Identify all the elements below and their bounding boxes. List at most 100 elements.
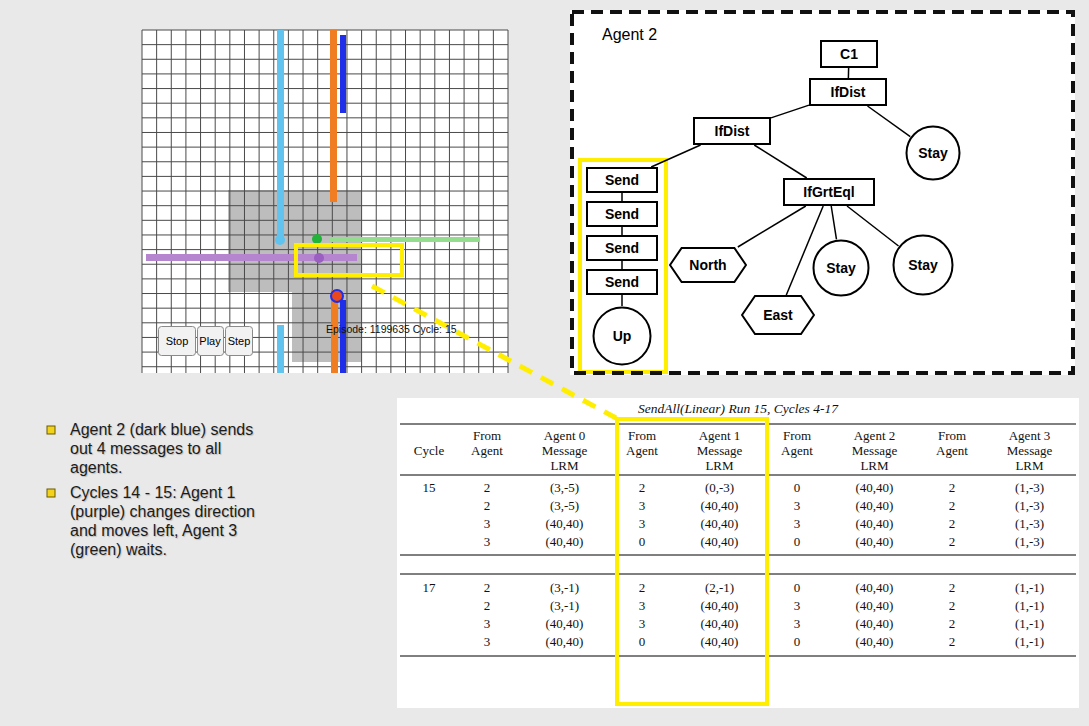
- condition-box: IfGrtEql: [783, 178, 875, 206]
- grid-lines: [142, 30, 508, 373]
- node-text: Stay: [918, 145, 948, 161]
- tree-link: [868, 106, 911, 137]
- table-cell: 2: [602, 480, 682, 496]
- grid-line: [259, 30, 260, 373]
- grid-line: [244, 30, 245, 373]
- circle-outline: [894, 236, 953, 295]
- table-cell: (40,40): [680, 534, 760, 550]
- table-cell: 2: [447, 598, 527, 614]
- tree-link: [621, 261, 623, 269]
- table-cell: (40,40): [680, 616, 760, 632]
- table-cell: 3: [447, 616, 527, 632]
- table-cell: (2,-1): [680, 580, 760, 596]
- table-cell: 0: [602, 534, 682, 550]
- highlight-box: [617, 419, 767, 704]
- dashed-border: [572, 12, 1073, 373]
- highlight-box: [296, 245, 402, 275]
- table-cell: 2: [447, 498, 527, 514]
- table-cell: (1,-3): [990, 534, 1070, 550]
- grid-line: [142, 234, 508, 235]
- grid-line: [142, 161, 508, 162]
- button-outline: [159, 327, 196, 356]
- node-text: Play: [199, 335, 220, 347]
- node-text: Send: [605, 172, 639, 188]
- grid-line: [390, 30, 391, 373]
- table-cell: (40,40): [835, 516, 915, 532]
- grid-line: [142, 366, 508, 367]
- table-cell: (40,40): [835, 534, 915, 550]
- table-cell: 2: [912, 580, 992, 596]
- circle-outline: [594, 308, 651, 365]
- table-header: From Agent: [774, 428, 820, 458]
- control-button: Step: [225, 326, 253, 356]
- table-cell: (40,40): [525, 634, 605, 650]
- grid-line: [142, 147, 508, 148]
- grid-line: [142, 293, 508, 294]
- grid-line: [376, 30, 377, 373]
- grid-line: [142, 249, 508, 250]
- node-text: Step: [228, 335, 251, 347]
- grid-line: [361, 30, 362, 373]
- send-box: Send: [586, 235, 658, 261]
- tree-link: [848, 68, 850, 78]
- table-header: Cycle: [404, 443, 454, 458]
- node-text: North: [689, 257, 726, 273]
- table-cell: 2: [447, 580, 527, 596]
- agent-dot: [314, 253, 324, 263]
- table-title: SendAll(Linear) Run 15, Cycles 4-17: [568, 401, 908, 417]
- table-cell: (3,-1): [525, 580, 605, 596]
- grid-line: [142, 73, 508, 74]
- action-circle: Stay: [905, 125, 961, 181]
- table-header: Agent 2 Message LRM: [843, 428, 907, 473]
- table-cell: (40,40): [835, 634, 915, 650]
- agent-trail: [277, 30, 284, 240]
- agent-trail: [340, 300, 346, 373]
- table-cell: (40,40): [680, 516, 760, 532]
- table-cell: (1,-1): [990, 616, 1070, 632]
- table-header: Agent 3 Message LRM: [998, 428, 1062, 473]
- box-outline: [821, 41, 877, 67]
- agent-dot: [312, 234, 322, 244]
- game-screenshot: [142, 30, 508, 373]
- table-cell: (40,40): [525, 616, 605, 632]
- node-text: Stay: [826, 260, 856, 276]
- table-cell: 17: [389, 580, 469, 596]
- table-rule: [400, 656, 1076, 657]
- grid-line: [405, 30, 406, 373]
- table-cell: (40,40): [835, 580, 915, 596]
- table-cell: (1,-3): [990, 480, 1070, 496]
- node-text: IfGrtEql: [803, 184, 854, 200]
- agent-icon: [331, 290, 343, 302]
- table-cell: 3: [447, 516, 527, 532]
- grid-line: [142, 278, 508, 279]
- grid-line: [478, 30, 479, 373]
- table-cell: 2: [912, 616, 992, 632]
- table-cell: (40,40): [835, 616, 915, 632]
- table-cell: 3: [757, 498, 837, 514]
- box-outline: [587, 236, 657, 260]
- move-hexagon: East: [741, 295, 815, 335]
- table-cell: 3: [757, 598, 837, 614]
- status-text: Episode: 1199635 Cycle: 15: [326, 323, 457, 336]
- root-box: C1: [820, 40, 878, 68]
- grid-line: [142, 191, 508, 192]
- table-cell: 3: [602, 498, 682, 514]
- grid-line: [142, 44, 508, 45]
- table-rule: [400, 475, 1076, 476]
- table-ground: [397, 398, 1079, 708]
- agent-trail: [340, 35, 346, 113]
- grid-line: [142, 205, 508, 206]
- table-cell: 2: [912, 516, 992, 532]
- table-cell: 2: [912, 534, 992, 550]
- grid-line: [493, 30, 494, 373]
- grid-line: [200, 30, 201, 373]
- table-rule: [400, 555, 1076, 556]
- table-rule: [400, 424, 1076, 425]
- bullet-text: Cycles 14 - 15: Agent 1 (purple) changes…: [70, 483, 278, 559]
- box-outline: [587, 270, 657, 294]
- box-outline: [587, 168, 657, 192]
- grid-line: [185, 30, 186, 373]
- send-box: Send: [586, 167, 658, 193]
- node-text: Send: [605, 240, 639, 256]
